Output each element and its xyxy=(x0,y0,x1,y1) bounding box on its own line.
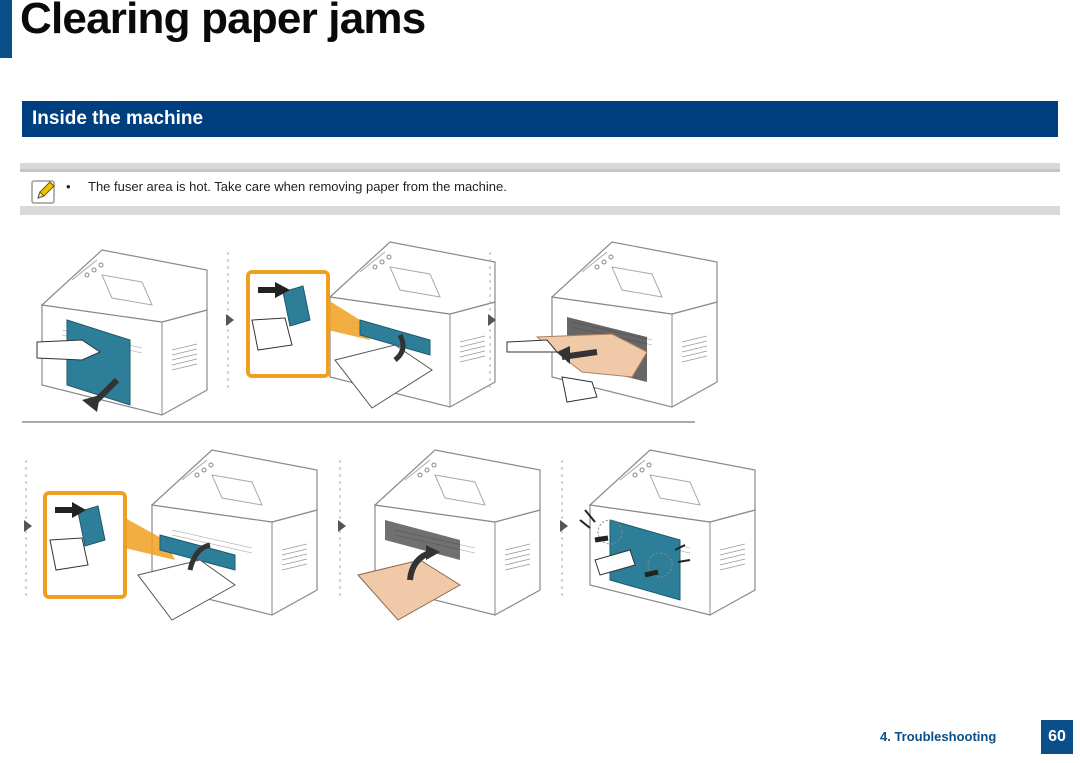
step-2-pull-fuser-levers xyxy=(246,241,496,409)
step-5-close-inner-cover xyxy=(357,449,541,621)
section-title: Inside the machine xyxy=(32,108,204,129)
footer-chapter-label: 4. Troubleshooting xyxy=(880,729,997,744)
step-1-open-rear-cover xyxy=(36,249,208,416)
pencil-note-icon xyxy=(31,180,55,204)
section-header: Inside the machine xyxy=(22,101,1058,137)
note-bullet: • xyxy=(66,179,71,194)
page-number: 60 xyxy=(1041,720,1073,754)
step-4-push-fuser-levers xyxy=(43,449,318,621)
step-3-remove-jammed-paper xyxy=(506,241,718,408)
note-text: The fuser area is hot. Take care when re… xyxy=(88,179,507,194)
note-box: • The fuser area is hot. Take care when … xyxy=(20,163,1060,215)
title-accent-bar xyxy=(0,0,12,58)
page-title: Clearing paper jams xyxy=(20,0,426,43)
step-6-close-rear-cover xyxy=(579,449,756,616)
